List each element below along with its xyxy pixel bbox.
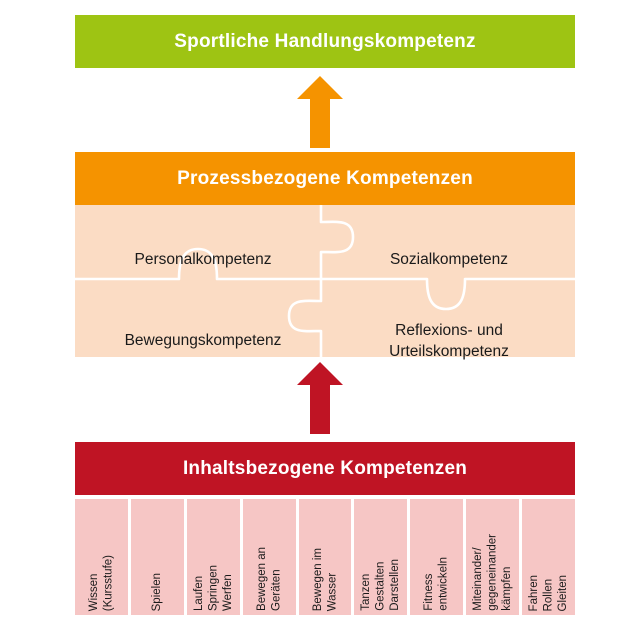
content-column-spielen-label: Spielen (151, 572, 164, 611)
content-column-bewegen-an-geraeten-label: Bewegen an Geräten (255, 547, 283, 611)
content-column-wissen: Wissen (Kursstufe) (75, 499, 128, 615)
content-column-wissen-inner: Wissen (Kursstufe) (75, 503, 128, 611)
content-column-fitness-entwickeln-label: Fitness entwickeln (423, 557, 450, 611)
content-column-fitness-entwickeln: Fitness entwickeln (410, 499, 464, 615)
content-column-bewegen-an-geraeten-inner: Bewegen an Geräten (243, 503, 296, 611)
content-column-bewegen-im-wasser-inner: Bewegen im Wasser (299, 503, 352, 611)
content-columns: Wissen (Kursstufe) Spielen Laufen Spring… (75, 499, 576, 615)
content-column-tanzen-gestalten-darstellen: Tanzen Gestalten Darstellen (354, 499, 408, 615)
puzzle-piece-personalkompetenz: Personalkompetenz (85, 229, 321, 271)
content-column-bewegen-im-wasser: Bewegen im Wasser (298, 499, 352, 615)
content-column-laufen-springen-werfen-label: Laufen Springen Werfen (192, 564, 234, 611)
content-banner-inhaltsbezogene-kompetenzen: Inhaltsbezogene Kompetenzen (75, 442, 575, 495)
content-column-fahren-rollen-gleiten: Fahren Rollen Gleiten (522, 499, 576, 615)
puzzle-divider-horizontal-left (73, 247, 323, 281)
content-column-miteinander-gegeneinander-kaempfen-label: Miteinander/ gegeneinander kämpfen (472, 534, 513, 611)
orange-up-arrow (297, 76, 343, 148)
content-banner-label: Inhaltsbezogene Kompetenzen (182, 457, 468, 479)
process-banner-prozessbezogene-kompetenzen: Prozessbezogene Kompetenzen (75, 152, 575, 205)
orange-up-arrow-icon (297, 76, 343, 148)
puzzle-group: Personalkompetenz Sozialkompetenz Bewegu… (73, 203, 577, 360)
red-up-arrow (297, 362, 343, 434)
content-column-bewegen-im-wasser-label: Bewegen im Wasser (311, 547, 338, 611)
content-column-tanzen-gestalten-darstellen-label: Tanzen Gestalten Darstellen (360, 559, 402, 611)
puzzle-piece-sozialkompetenz-label: Sozialkompetenz (389, 250, 509, 268)
content-column-laufen-springen-werfen-inner: Laufen Springen Werfen (187, 503, 240, 611)
puzzle-piece-bewegungskompetenz: Bewegungskompetenz (85, 310, 321, 352)
process-banner-label: Prozessbezogene Kompetenzen (177, 167, 473, 189)
content-column-spielen: Spielen (130, 499, 184, 615)
content-column-miteinander-gegeneinander-kaempfen: Miteinander/ gegeneinander kämpfen (466, 499, 520, 615)
top-banner-sportliche-handlungskompetenz: Sportliche Handlungskompetenz (75, 15, 575, 68)
content-column-wissen-label: Wissen (Kursstufe) (88, 554, 115, 611)
puzzle-piece-reflexions-und-urteilskompetenz: Reflexions- und Urteilskompetenz (331, 300, 567, 363)
puzzle-divider-horizontal-right (319, 277, 577, 311)
puzzle-piece-bewegungskompetenz-label: Bewegungskompetenz (124, 331, 282, 349)
content-column-miteinander-gegeneinander-kaempfen-inner: Miteinander/ gegeneinander kämpfen (466, 503, 519, 611)
content-column-fitness-entwickeln-inner: Fitness entwickeln (410, 503, 463, 611)
content-column-laufen-springen-werfen: Laufen Springen Werfen (186, 499, 240, 615)
content-column-fahren-rollen-gleiten-inner: Fahren Rollen Gleiten (522, 503, 575, 611)
puzzle-piece-personalkompetenz-label: Personalkompetenz (134, 250, 272, 268)
puzzle-divider-vertical-upper (319, 203, 355, 281)
content-column-fahren-rollen-gleiten-label: Fahren Rollen Gleiten (528, 574, 569, 611)
content-column-tanzen-gestalten-darstellen-inner: Tanzen Gestalten Darstellen (354, 503, 407, 611)
red-up-arrow-icon (297, 362, 343, 434)
puzzle-divider-vertical-lower (287, 277, 323, 359)
content-column-spielen-inner: Spielen (131, 503, 184, 611)
puzzle-background (75, 205, 575, 357)
content-column-bewegen-an-geraeten: Bewegen an Geräten (242, 499, 296, 615)
puzzle-shapes (73, 203, 577, 359)
puzzle-piece-sozialkompetenz: Sozialkompetenz (331, 229, 567, 271)
top-banner-label: Sportliche Handlungskompetenz (174, 30, 476, 52)
puzzle-piece-reflexions-und-urteilskompetenz-label: Reflexions- und Urteilskompetenz (389, 321, 509, 360)
